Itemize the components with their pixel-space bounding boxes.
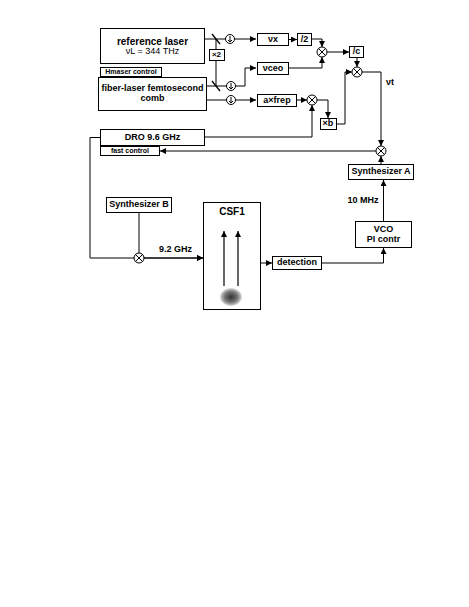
- node-text: Synthesizer A: [351, 167, 410, 177]
- node-text: CSF1: [219, 206, 245, 217]
- fountain-box: CSF1: [203, 202, 261, 310]
- wire: [297, 100, 307, 101]
- node-text: /2: [301, 35, 309, 45]
- node-text: detection: [277, 258, 317, 268]
- node-text: Hmaser control: [105, 68, 156, 76]
- frequency-box: a×frep: [257, 94, 297, 107]
- node-text: VCO: [374, 225, 394, 235]
- wire: [289, 57, 322, 68]
- node-text: a×frep: [263, 96, 290, 106]
- mixer-symbol: [134, 253, 144, 263]
- launch-arrow: [237, 231, 238, 286]
- node-text: νx: [268, 35, 278, 45]
- signal-connector: [289, 39, 297, 40]
- wire: [336, 72, 352, 124]
- launch-arrow: [223, 231, 224, 286]
- signal-connector: [90, 138, 203, 259]
- mixer-symbol: [317, 47, 327, 57]
- frequency-box: νceo: [257, 62, 289, 75]
- comb-box: fiber-laser femtosecond comb: [98, 77, 207, 111]
- mixer-symbol: [352, 67, 362, 77]
- signal-connector: [383, 180, 384, 221]
- wire: [357, 58, 358, 67]
- synthesizer-box: Synthesizer B: [106, 197, 172, 213]
- wire: [362, 72, 381, 146]
- mixer-symbol: [307, 95, 317, 105]
- multiplier-box: ×b: [320, 118, 337, 130]
- wire: [381, 156, 382, 164]
- divider-box: /2: [297, 33, 312, 46]
- node-text: DRO 9.6 GHz: [125, 133, 181, 143]
- wire: [327, 52, 349, 53]
- signal-label: νt: [385, 78, 395, 88]
- frequency-box: νx: [257, 33, 289, 46]
- signal-connector: [261, 263, 272, 264]
- node-text: fast control: [111, 147, 149, 155]
- doubler-box: ×2: [209, 49, 225, 61]
- edge-label: 10 MHz: [346, 196, 379, 206]
- signal-label: 9.2 GHz: [158, 245, 193, 255]
- wire: [216, 61, 217, 86]
- node-text: PI contr: [367, 235, 401, 245]
- wire: [312, 39, 322, 47]
- signal-connector: [322, 248, 384, 263]
- photodiode-symbol: [227, 96, 236, 105]
- controller-box: VCOPI contr: [355, 221, 412, 248]
- node-text: νL = 344 THz: [126, 47, 179, 57]
- mixer-symbol: [376, 146, 386, 156]
- photodiode-symbol: [226, 35, 235, 44]
- laser-box: reference laserνL = 344 THz: [100, 28, 205, 64]
- node-text: reference laser: [117, 36, 188, 47]
- control-tag: Hmaser control: [100, 67, 162, 77]
- wire: [160, 151, 376, 152]
- signal-connector: [139, 213, 203, 258]
- oscillator-box: DRO 9.6 GHz: [100, 129, 205, 146]
- node-text: /c: [353, 47, 361, 57]
- node-text: ×2: [212, 51, 221, 60]
- node-text: ×b: [323, 119, 334, 129]
- wire: [205, 105, 312, 137]
- beam-splitter: [212, 81, 220, 91]
- divider-box: /c: [349, 46, 364, 58]
- synthesizer-box: Synthesizer A: [348, 164, 414, 180]
- node-text: Synthesizer B: [109, 200, 169, 210]
- detection-box: detection: [272, 256, 322, 270]
- beam-splitter: [212, 34, 220, 44]
- node-text: fiber-laser femtosecond comb: [99, 84, 206, 104]
- wire: [216, 39, 217, 49]
- wire: [317, 100, 328, 118]
- node-text: νceo: [263, 64, 284, 74]
- control-tag: fast control: [100, 146, 160, 156]
- photodiode-symbol: [227, 82, 236, 91]
- atom-cloud: [220, 288, 242, 306]
